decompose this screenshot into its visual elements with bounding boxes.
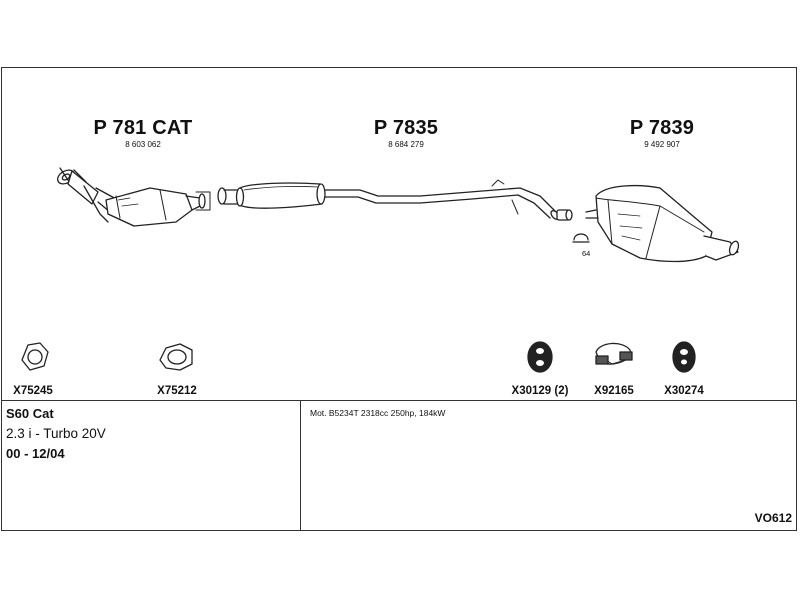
vehicle-engine: 2.3 i - Turbo 20V	[6, 426, 106, 441]
assembly-title-middle: P 7835	[373, 117, 439, 139]
part-label-x30129: X30129 (2)	[511, 385, 569, 397]
part-label-x75245: X75245	[13, 385, 53, 397]
part-label-x75212: X75212	[157, 385, 197, 397]
part-label-x92165: X92165	[594, 385, 634, 397]
info-divider-vertical	[300, 400, 301, 531]
info-divider-horizontal	[1, 400, 797, 401]
part-label-64: 64	[582, 249, 591, 258]
diagram-frame	[1, 67, 797, 531]
catalog-code: VO612	[754, 511, 792, 525]
rubber-mount-x30274-icon	[672, 341, 696, 373]
middle-silencer-icon	[217, 179, 560, 220]
catalytic-converter-icon	[56, 167, 211, 227]
rubber-mount-x30129-icon	[527, 341, 553, 373]
gasket-x75245-icon	[21, 342, 49, 371]
assembly-number-middle: 8 684 279	[388, 140, 424, 149]
assembly-title-rear: P 7839	[629, 117, 695, 139]
gasket-x75212-icon	[159, 343, 193, 371]
assembly-number-rear: 9 492 907	[644, 140, 680, 149]
part-label-x30274: X30274	[664, 385, 704, 397]
assembly-number-cat: 8 603 062	[125, 140, 161, 149]
clamp-x92165-icon	[595, 342, 633, 365]
assembly-title-cat: P 781 CAT	[93, 117, 193, 139]
motor-info: Mot. B5234T 2318cc 250hp, 184kW	[310, 408, 446, 418]
vehicle-years: 00 - 12/04	[6, 446, 65, 461]
vehicle-model: S60 Cat	[6, 406, 54, 421]
rear-silencer-icon	[585, 184, 740, 263]
clamp-icon	[556, 209, 590, 243]
